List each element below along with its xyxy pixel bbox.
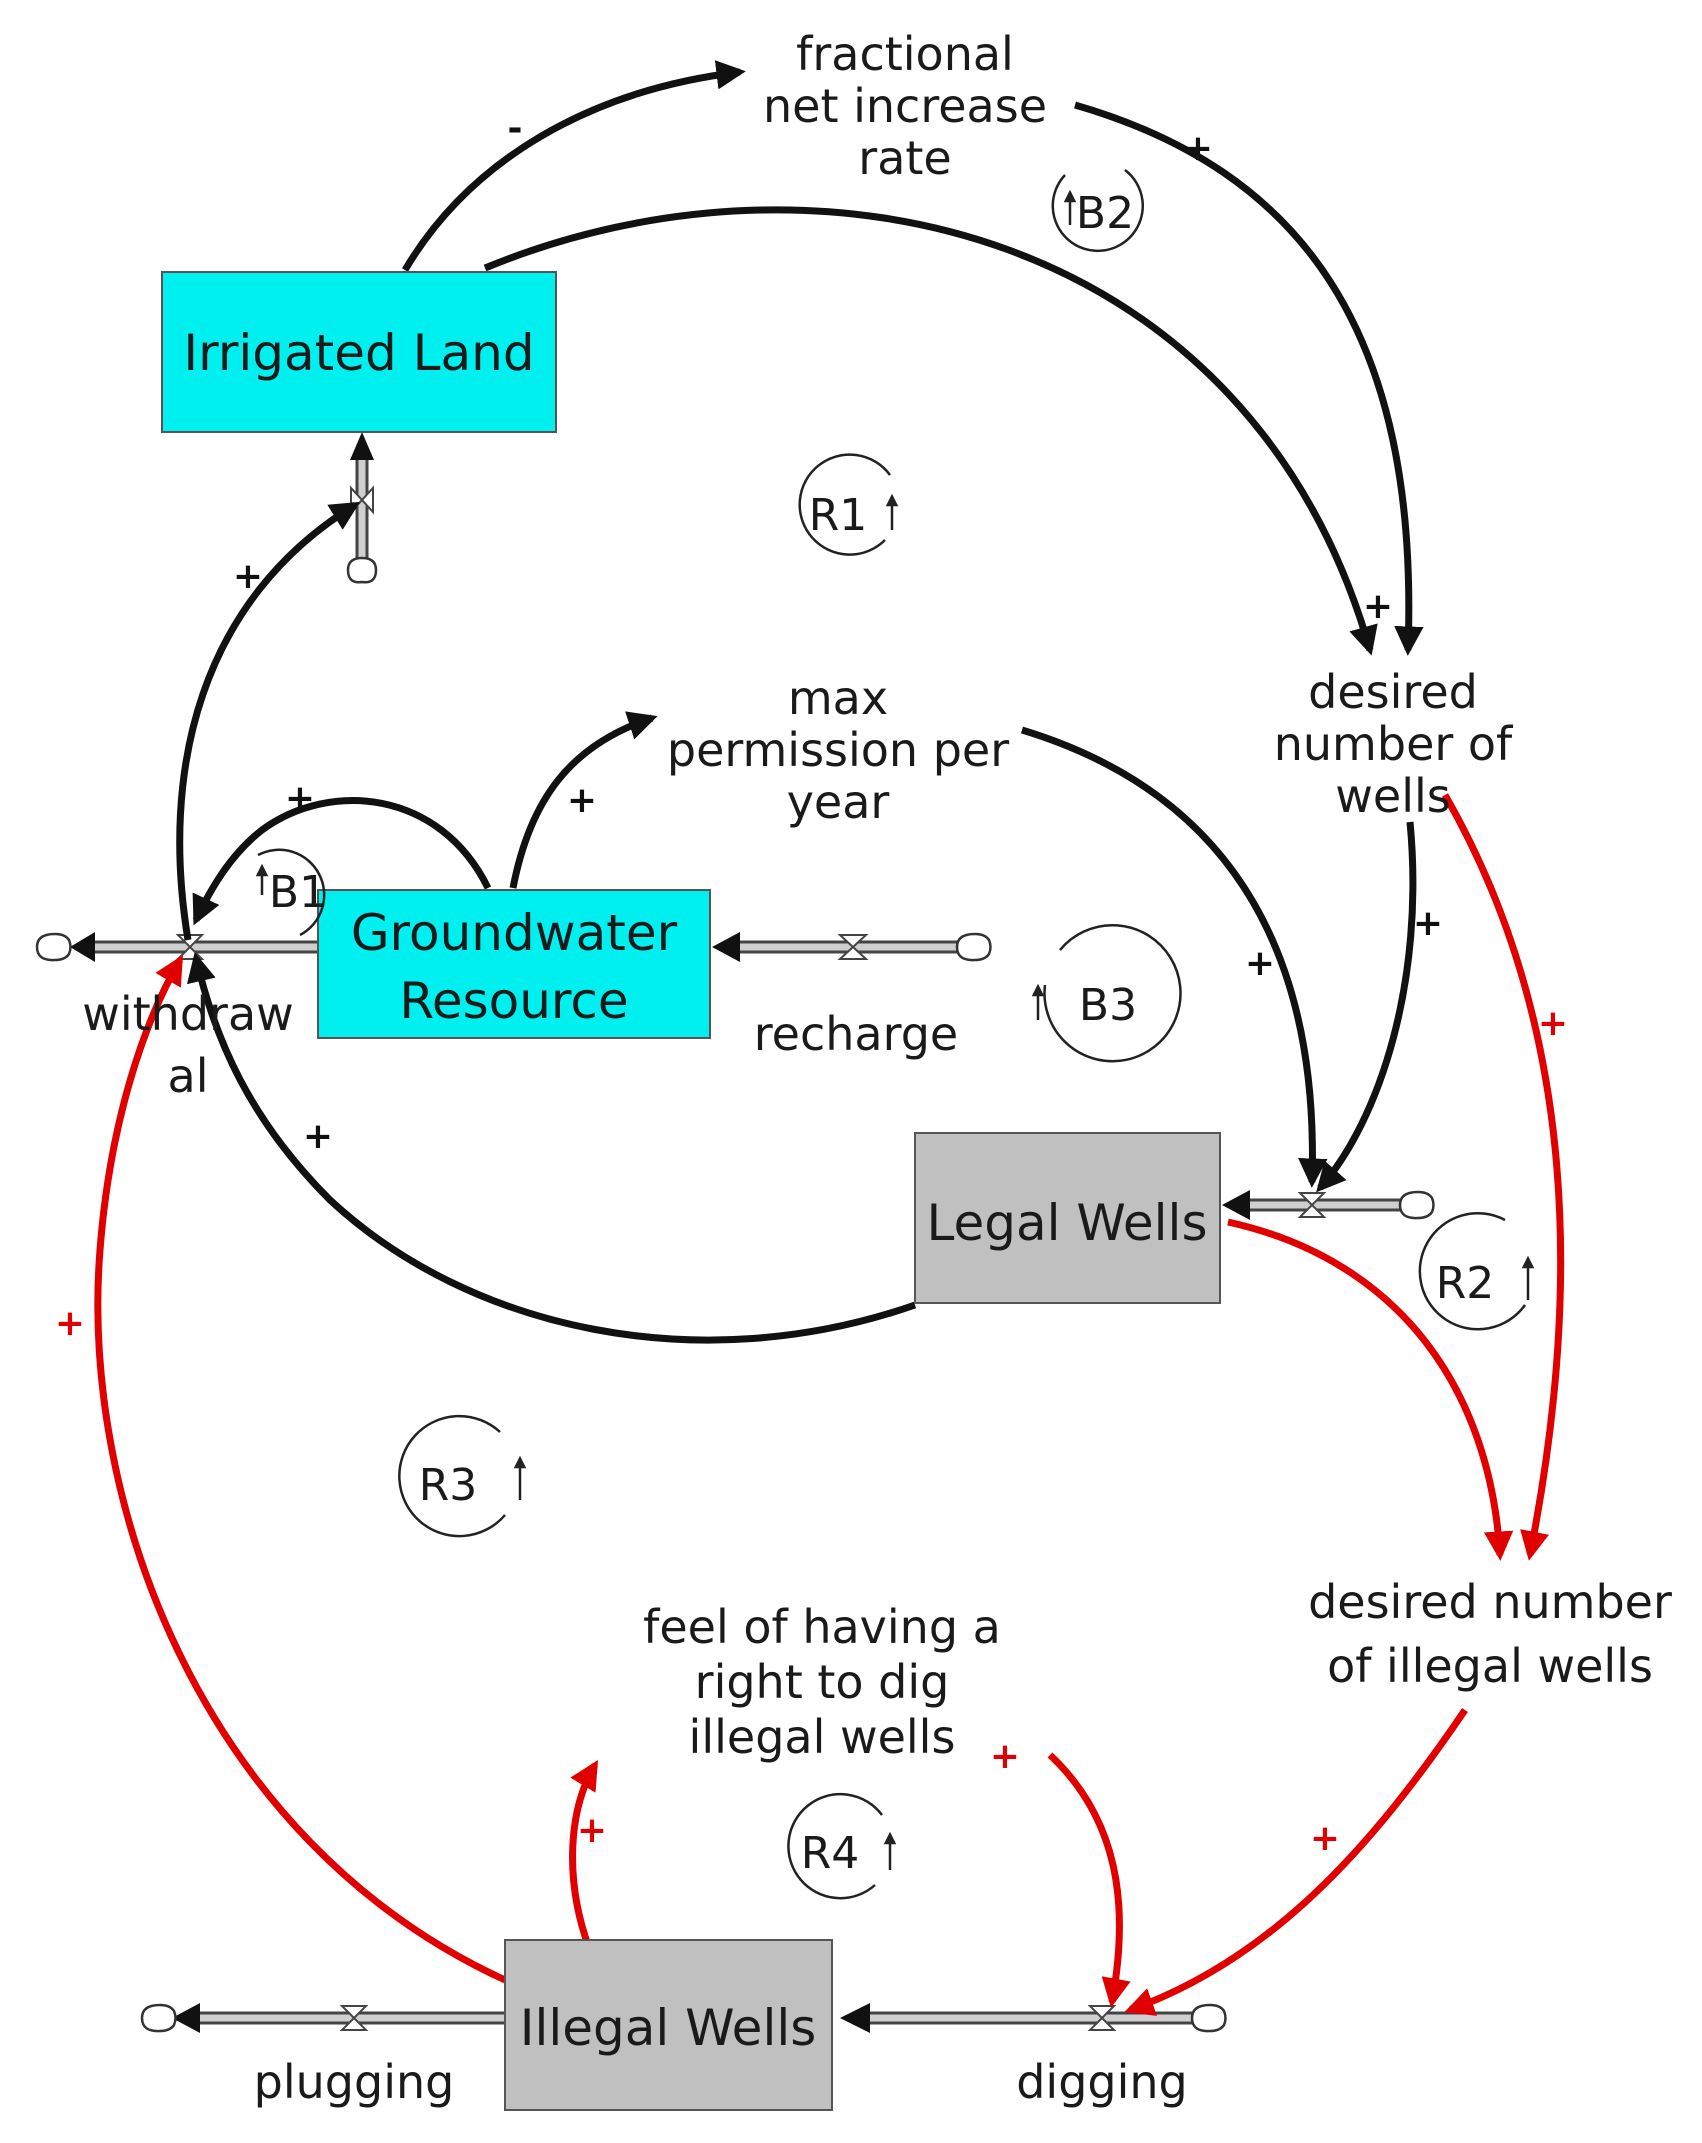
polarity-plus: + (1413, 903, 1443, 944)
link-withdrawal-to-irrigated-inflow (176, 501, 361, 941)
stock-illegal-wells[interactable]: Illegal Wells (504, 1939, 833, 2111)
digging-pipe (840, 2003, 1227, 2033)
desired-wells-line3: wells (1335, 769, 1450, 823)
polarity-plus: + (55, 1303, 85, 1344)
desired-illegal-line1: desired number (1308, 1575, 1672, 1629)
polarity-plus: + (303, 1116, 333, 1157)
withdrawal-pipe (35, 932, 318, 962)
loop-b1: B1 (255, 848, 327, 937)
link-groundwater-to-withdrawal (192, 797, 492, 926)
withdrawal-line1: withdraw (82, 987, 294, 1041)
loop-r4-label: R4 (801, 1828, 860, 1879)
flow-recharge-label[interactable]: recharge (754, 1007, 958, 1061)
feel-right-line3: illegal wells (689, 1710, 956, 1764)
link-desired-illegal-to-digging (1124, 1708, 1468, 2016)
link-desired-wells-to-desired-illegal (1441, 793, 1565, 1561)
illegal-wells-label: Illegal Wells (520, 1999, 817, 2057)
polarity-plus: + (233, 556, 263, 597)
feel-right-line2: right to dig (695, 1655, 950, 1709)
feel-right-line1: feel of having a (643, 1600, 1001, 1654)
link-illegal-wells-to-feel-right (569, 1759, 599, 1947)
desired-wells-line1: desired (1308, 665, 1478, 719)
plugging-pipe (140, 2003, 505, 2033)
polarity-plus: + (577, 1810, 607, 1851)
var-max-permission-per-year[interactable]: max permission per year (667, 671, 1009, 829)
groundwater-label-line1: Groundwater (351, 904, 678, 962)
loop-b1-label: B1 (269, 867, 327, 918)
desired-illegal-line2: of illegal wells (1327, 1639, 1653, 1693)
max-permission-line1: max (788, 671, 888, 725)
legal-wells-inflow-pipe (1222, 1190, 1435, 1220)
stock-irrigated-land[interactable]: Irrigated Land (161, 271, 557, 433)
polarity-minus: - (508, 108, 523, 149)
polarity-plus: + (285, 778, 315, 819)
loop-b2-label: B2 (1076, 188, 1134, 239)
irrigated-land-label: Irrigated Land (183, 324, 534, 382)
withdrawal-line2: al (168, 1049, 209, 1103)
polarity-plus: + (990, 1736, 1020, 1777)
desired-wells-line2: number of (1274, 717, 1514, 771)
loop-r1: R1 (798, 453, 899, 556)
groundwater-label-line2: Resource (399, 972, 628, 1030)
loop-r2-label: R2 (1436, 1258, 1495, 1309)
max-permission-line2: permission per (667, 723, 1009, 777)
loop-r3: R3 (398, 1414, 527, 1538)
polarity-plus: + (1310, 1818, 1340, 1859)
loop-r4: R4 (787, 1792, 897, 1900)
stock-groundwater-resource[interactable]: Groundwater Resource (317, 889, 711, 1039)
flow-plugging-label[interactable]: plugging (254, 2055, 455, 2109)
link-legal-wells-to-withdrawal (186, 952, 917, 1344)
legal-wells-label: Legal Wells (926, 1194, 1207, 1252)
loop-b3: B3 (1031, 923, 1182, 1063)
link-illegal-wells-to-withdrawal (94, 954, 507, 1984)
fractional-line2: net increase (763, 79, 1047, 133)
fractional-line1: fractional (796, 27, 1014, 81)
var-fractional-net-increase-rate[interactable]: fractional net increase rate (763, 27, 1047, 185)
loop-r3-label: R3 (419, 1460, 478, 1511)
recharge-pipe (712, 932, 992, 962)
polarity-plus: + (1363, 586, 1393, 627)
link-desired-wells-to-legal-inflow (1316, 821, 1417, 1193)
polarity-plus: + (1183, 128, 1213, 169)
var-desired-number-of-illegal-wells[interactable]: desired number of illegal wells (1308, 1575, 1672, 1693)
link-feel-right-to-digging (1047, 1752, 1131, 2008)
loop-r1-label: R1 (809, 490, 868, 541)
flow-withdrawal-label[interactable]: withdraw al (82, 987, 294, 1103)
fractional-line3: rate (858, 131, 951, 185)
var-feel-of-having-right[interactable]: feel of having a right to dig illegal we… (643, 1600, 1001, 1764)
link-legal-wells-to-desired-illegal (1227, 1218, 1514, 1561)
link-irrigated-to-fractional (401, 60, 746, 272)
stock-legal-wells[interactable]: Legal Wells (914, 1132, 1221, 1304)
link-irrigated-to-desired-wells (483, 206, 1378, 656)
link-fractional-to-desired-wells (1074, 101, 1424, 656)
loop-b3-label: B3 (1079, 980, 1137, 1031)
loop-b2: B2 (1051, 169, 1144, 253)
link-max-permission-to-legal-inflow (1020, 726, 1328, 1188)
flow-digging-label[interactable]: digging (1016, 2055, 1188, 2109)
var-desired-number-of-wells[interactable]: desired number of wells (1274, 665, 1514, 823)
link-groundwater-to-max-permission (509, 711, 658, 889)
polarity-plus: + (1245, 943, 1275, 984)
loop-r2: R2 (1418, 1212, 1535, 1331)
max-permission-line3: year (787, 775, 890, 829)
polarity-plus: + (567, 780, 597, 821)
polarity-plus: + (1538, 1003, 1568, 1044)
